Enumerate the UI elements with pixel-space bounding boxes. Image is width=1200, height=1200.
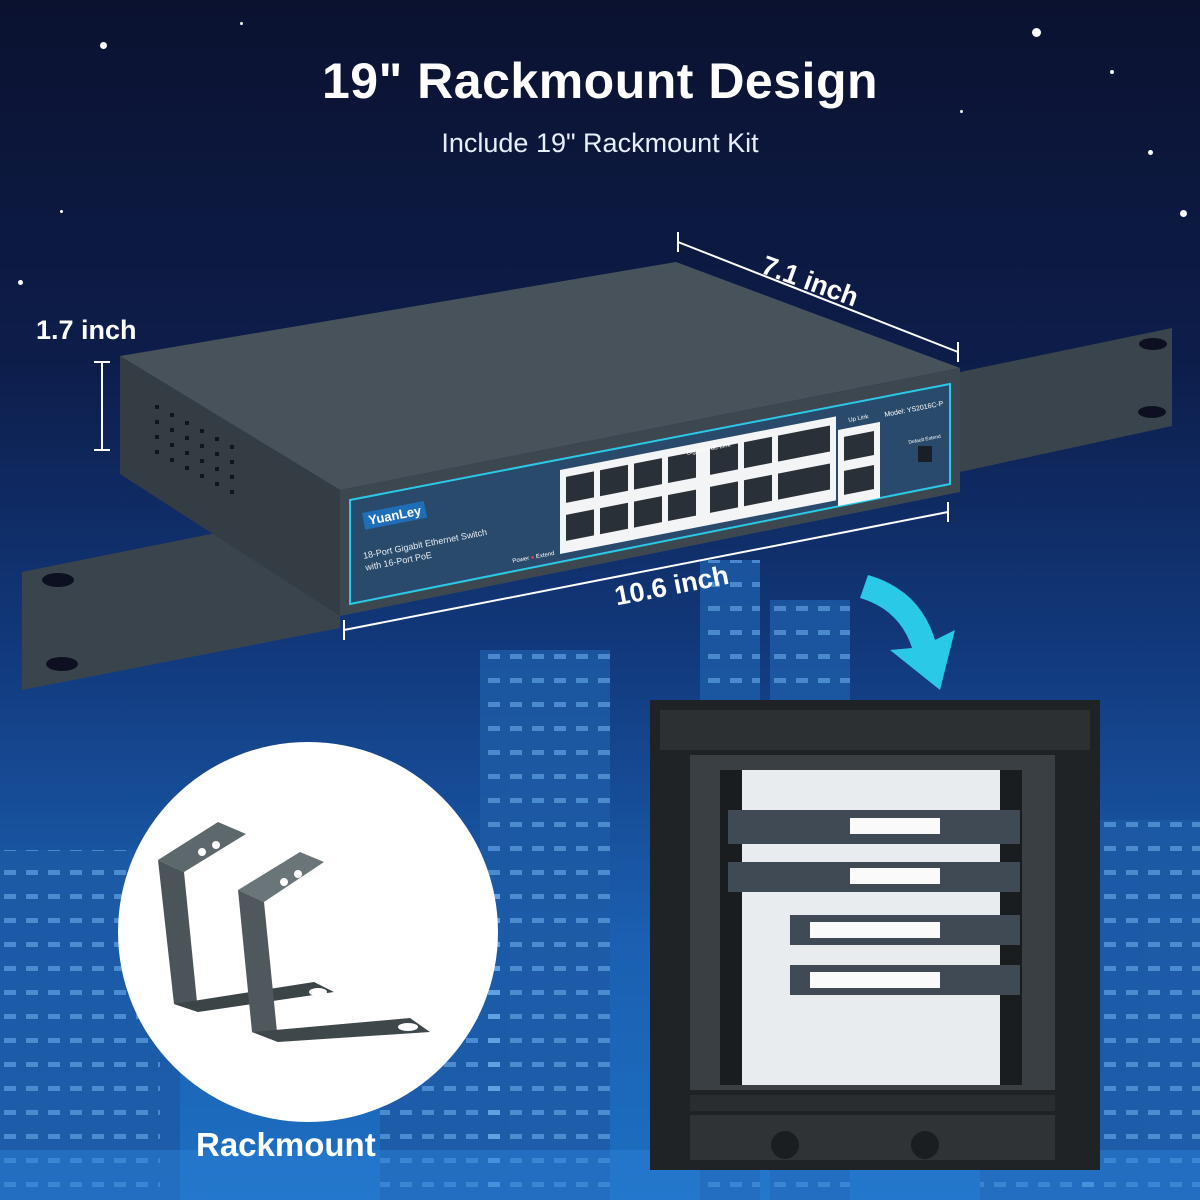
switch-top xyxy=(120,262,960,490)
page-title: 19" Rackmount Design xyxy=(321,53,879,109)
rackmount-bracket-image xyxy=(118,742,498,1122)
switch-illustration xyxy=(22,262,1172,690)
cabinet-switches xyxy=(728,810,1020,995)
mode-switch xyxy=(918,446,932,462)
power-led-icon: ● xyxy=(530,554,536,562)
network-cabinet-illustration xyxy=(650,700,1100,1170)
port-block-uplink xyxy=(838,421,880,506)
arrow-icon xyxy=(860,575,955,690)
bracket-icon xyxy=(158,822,430,1042)
port-block-poe xyxy=(560,416,836,554)
right-rack-ear xyxy=(960,328,1172,472)
rackmount-label: Rackmount xyxy=(196,1126,376,1163)
height-dimension: 1.7 inch xyxy=(36,315,137,345)
page-subtitle: Include 19" Rackmount Kit xyxy=(441,128,759,158)
switch-side xyxy=(120,356,340,616)
